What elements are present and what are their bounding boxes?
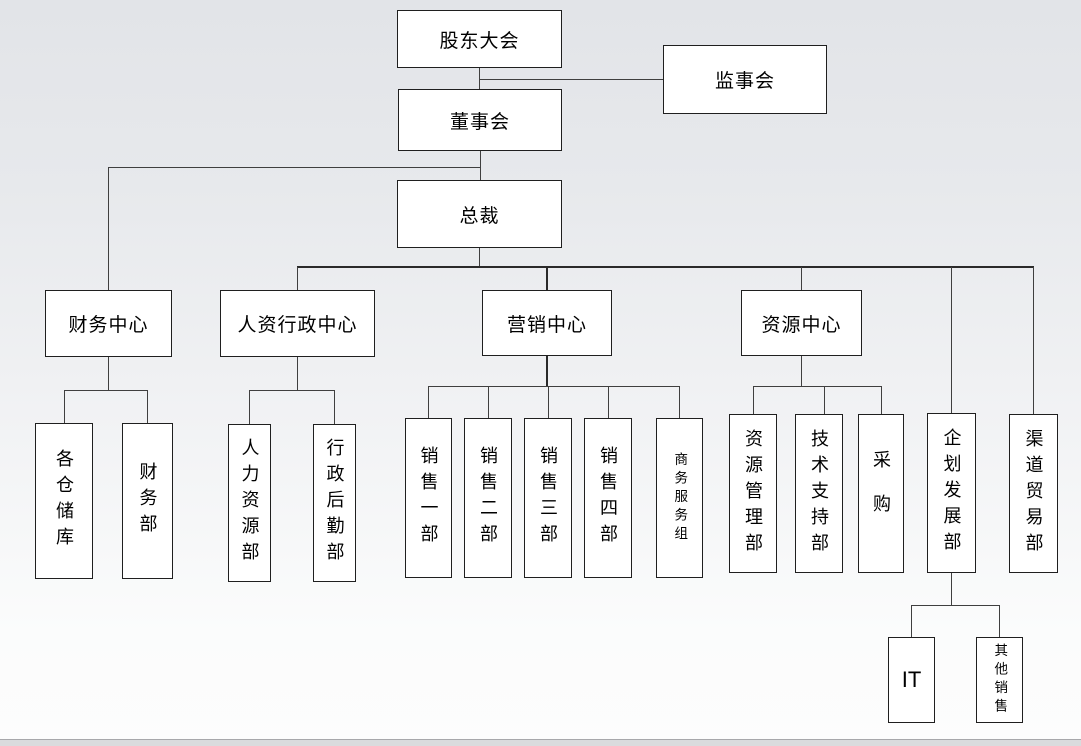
connector-finance-rail [64,390,148,392]
node-business-service-group[interactable]: 商务服务组 [656,418,703,578]
connector-drop-sales3 [548,386,550,418]
node-resource-mgmt-dept[interactable]: 资源管理部 [729,414,777,573]
node-label: 各仓储库 [54,449,74,553]
connector-hr-rail [249,390,335,392]
connector-drop-hr-admin [297,267,299,290]
connector-planning-rail [911,605,1000,607]
connector-resource-trunk [801,356,803,386]
node-finance-center[interactable]: 财务中心 [45,290,172,357]
node-hr-dept[interactable]: 人力资源部 [228,424,271,582]
node-tech-support-dept[interactable]: 技术支持部 [795,414,843,573]
node-label: 渠道贸易部 [1023,428,1044,559]
connector-branch-finance-v [108,167,110,290]
connector-drop-procurement [881,386,883,414]
connector-drop-admin-logistics [334,390,336,424]
connector-board-president [480,151,482,180]
node-label: 销售四部 [598,446,618,550]
node-label: 监事会 [714,71,775,92]
connector-drop-planning [951,267,953,413]
node-sales-dept-3[interactable]: 销售三部 [524,418,572,578]
connector-drop-other-sales [999,605,1001,637]
node-warehouses[interactable]: 各仓储库 [35,423,93,579]
connector-drop-finance-dept [147,390,149,423]
connector-shareholders-supervisory [479,79,663,81]
node-finance-dept[interactable]: 财务部 [122,423,173,579]
node-board-of-directors[interactable]: 董事会 [398,89,562,151]
window-bottom-strip [0,739,1081,746]
node-admin-logistics-dept[interactable]: 行政后勤部 [313,424,356,582]
node-label: IT [901,667,922,692]
node-label: 营销中心 [506,314,587,336]
node-sales-dept-2[interactable]: 销售二部 [464,418,512,578]
connector-hr-trunk [297,357,299,390]
node-label: 股东大会 [439,30,520,52]
node-label: 董事会 [449,111,510,133]
connector-branch-finance-h [108,167,480,169]
node-label: 商务服务组 [672,451,688,545]
node-label: 财务部 [137,462,158,540]
node-label: 企划发展部 [941,428,962,558]
node-resource-center[interactable]: 资源中心 [741,290,862,356]
node-label: 财务中心 [68,315,149,336]
connector-drop-channel [1033,267,1035,414]
connector-marketing-rail [428,386,680,388]
connector-drop-business-service [679,386,681,418]
connector-drop-sales4 [608,386,610,418]
connector-drop-resource-mgmt [753,386,755,414]
node-label: 人资行政中心 [237,315,358,336]
node-other-sales[interactable]: 其他销售 [976,637,1023,723]
node-label: 销售三部 [538,446,558,550]
connector-drop-sales1 [428,386,430,418]
node-label: 销售一部 [418,446,439,550]
node-shareholders-meeting[interactable]: 股东大会 [397,10,562,68]
node-sales-dept-4[interactable]: 销售四部 [584,418,632,578]
connector-drop-sales2 [488,386,490,418]
node-label: 销售二部 [478,446,498,550]
node-supervisory-board[interactable]: 监事会 [663,45,827,114]
node-president[interactable]: 总裁 [397,180,562,248]
connector-drop-resource [801,267,803,290]
connector-main-rail [297,266,1034,269]
node-marketing-center[interactable]: 营销中心 [482,290,612,356]
node-label: 人力资源部 [239,438,260,568]
connector-shareholders-board [479,68,481,89]
node-planning-dev-dept[interactable]: 企划发展部 [927,413,976,573]
connector-drop-marketing [546,267,549,290]
connector-drop-warehouses [64,390,66,423]
connector-resource-rail [753,386,881,388]
connector-marketing-trunk [546,356,549,386]
node-channel-trade-dept[interactable]: 渠道贸易部 [1009,414,1058,573]
node-label: 其他销售 [992,643,1008,717]
node-procurement[interactable]: 采购 [858,414,904,573]
connector-drop-hr-dept [249,390,251,424]
node-label: 总裁 [459,205,500,227]
node-hr-admin-center[interactable]: 人资行政中心 [220,290,375,357]
node-it-dept[interactable]: IT [888,637,935,723]
node-label: 行政后勤部 [324,438,345,568]
node-label: 采购 [871,449,891,538]
connector-drop-tech-support [824,386,826,414]
node-sales-dept-1[interactable]: 销售一部 [405,418,452,578]
connector-finance-trunk [108,357,110,390]
node-label: 技术支持部 [809,428,829,559]
connector-drop-it [911,605,913,637]
connector-president-rail [479,248,481,268]
node-label: 资源管理部 [743,428,763,559]
connector-planning-trunk [951,573,953,605]
node-label: 资源中心 [761,314,842,336]
